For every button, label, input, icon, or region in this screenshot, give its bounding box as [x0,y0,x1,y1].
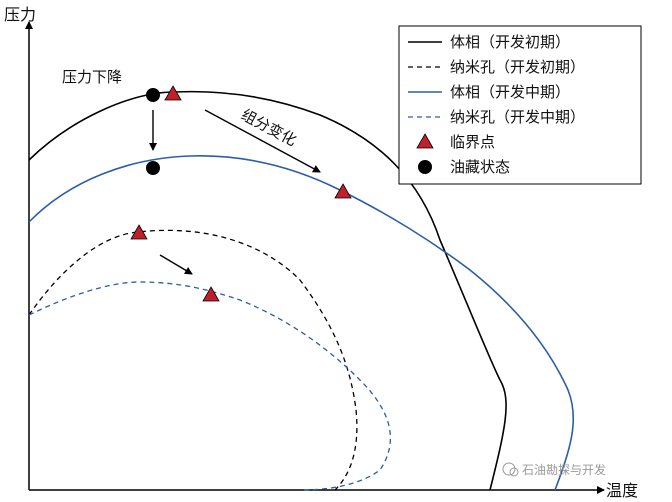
legend-label-reservoir-state: 油藏状态 [450,158,510,176]
composition-change-arrow [204,109,321,173]
pressure-drop-annotation: 压力下降 [62,68,122,86]
legend-swatch-critical-point [416,133,434,149]
composition-change-annotation: 组分变化 [238,106,299,150]
legend-label-nano-early: 纳米孔（开发初期） [450,58,585,76]
legend: 体相（开发初期） 纳米孔（开发初期） 体相（开发中期） 纳米孔（开发中期） 临界… [398,25,642,185]
nano-early-envelope [28,229,358,491]
reservoir-state-point-early [146,88,160,102]
bulk-mid-envelope [28,155,575,491]
legend-label-critical-point: 临界点 [450,133,495,151]
legend-label-bulk-early: 体相（开发初期） [450,33,570,51]
legend-swatch-reservoir-state [418,160,432,174]
critical-point-bulk-early [164,85,182,101]
critical-point-nano-mid [202,286,220,302]
reservoir-state-point-mid [146,161,160,175]
watermark: 石油勘探与开发 [502,462,606,477]
critical-point-nano-early [130,224,148,240]
legend-box [398,25,642,185]
watermark-text: 石油勘探与开发 [522,462,606,477]
legend-label-bulk-mid: 体相（开发中期） [450,83,570,101]
watermark-logo-icon [502,462,516,476]
nano-mid-envelope [28,281,392,491]
legend-label-nano-mid: 纳米孔（开发中期） [450,108,585,126]
critical-point-bulk-mid [334,183,352,199]
x-axis-label: 温度 [606,481,638,500]
y-axis-label: 压力 [4,5,36,24]
watermark-logo-icon-inner [509,467,519,477]
nano-shift-arrow [159,254,193,275]
